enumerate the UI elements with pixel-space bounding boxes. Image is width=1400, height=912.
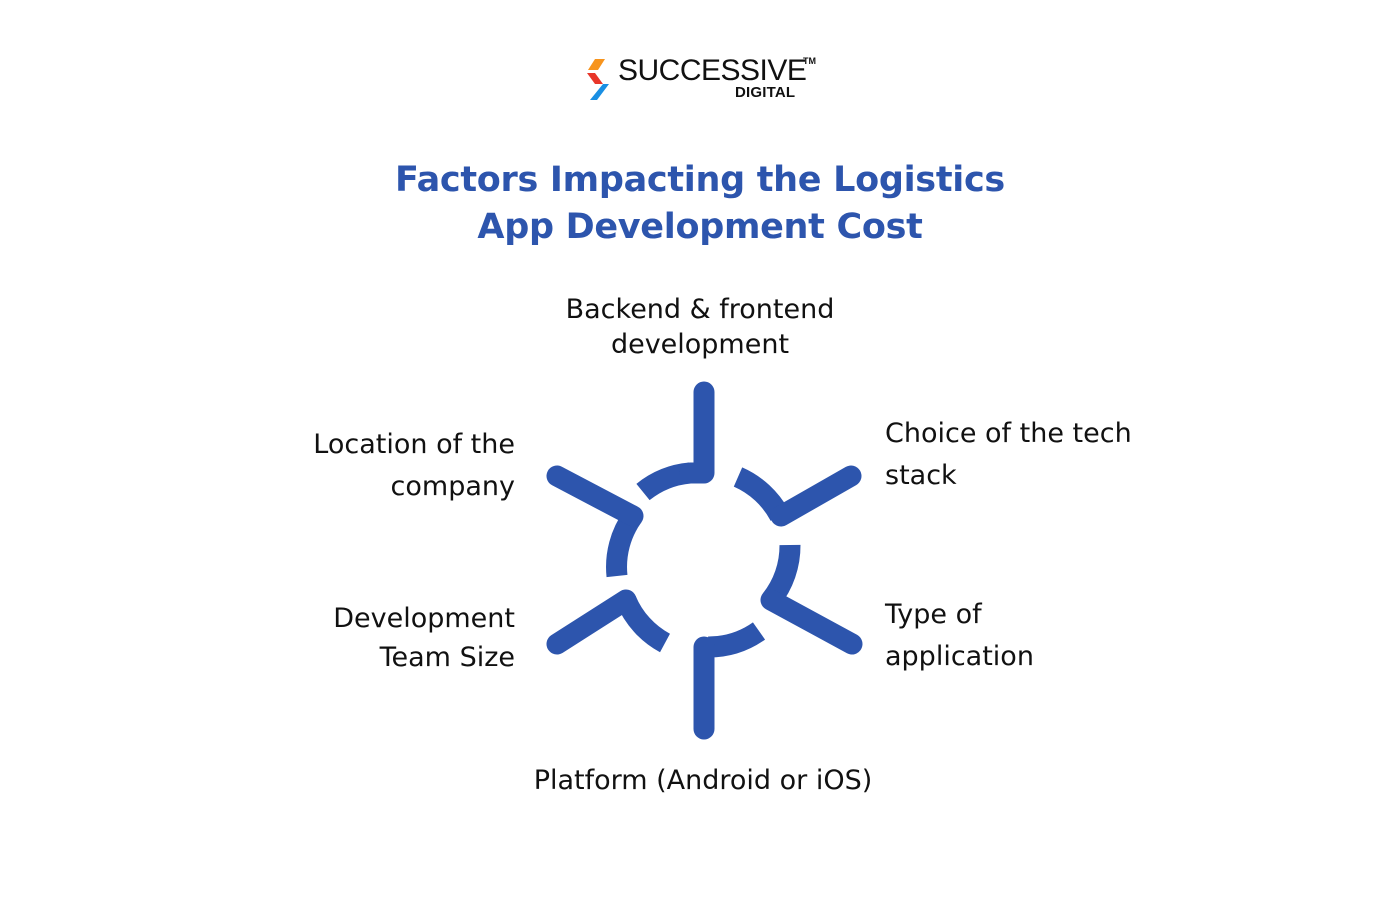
factor-bottom-right-line-1: Type of bbox=[885, 599, 982, 630]
factor-company-location: Location of the company bbox=[215, 424, 515, 508]
factor-backend-frontend: Backend & frontend development bbox=[450, 292, 950, 362]
spoke-top-right bbox=[770, 465, 862, 527]
factor-top-line-1: Backend & frontend bbox=[565, 294, 835, 325]
factor-platform: Platform (Android or iOS) bbox=[400, 763, 1006, 798]
spoke-top bbox=[679, 381, 715, 484]
factor-top-left-line-1: Location of the bbox=[313, 429, 515, 460]
spoke-bottom-left bbox=[546, 589, 637, 655]
ring-segment-bottom-right bbox=[707, 622, 766, 658]
factor-top-left-line-2: company bbox=[390, 471, 515, 502]
spoke-top-left bbox=[546, 465, 644, 527]
title-line-1: Factors Impacting the Logistics bbox=[395, 160, 1005, 200]
logo-wordmark: SUCCESSIVE bbox=[618, 54, 807, 87]
logo-subtitle: DIGITAL bbox=[735, 84, 796, 101]
factor-bottom-left-line-2: Team Size bbox=[379, 642, 515, 673]
factor-team-size: Development Team Size bbox=[215, 599, 515, 677]
factor-tech-stack: Choice of the tech stack bbox=[885, 413, 1132, 497]
factor-top-right-line-2: stack bbox=[885, 460, 957, 491]
factor-bottom-left-line-1: Development bbox=[333, 603, 515, 634]
factor-bottom-right-line-2: application bbox=[885, 641, 1034, 672]
successive-logo-icon bbox=[587, 59, 609, 100]
factor-type-of-application: Type of application bbox=[885, 594, 1034, 678]
factor-bottom-line-1: Platform (Android or iOS) bbox=[533, 765, 873, 796]
factor-top-line-2: development bbox=[610, 329, 790, 360]
spoke-bottom-right bbox=[760, 589, 863, 655]
logo: SUCCESSIVE TM DIGITAL bbox=[585, 55, 825, 105]
title-line-2: App Development Cost bbox=[477, 207, 923, 247]
factor-top-right-line-1: Choice of the tech bbox=[885, 418, 1132, 449]
logo-trademark: TM bbox=[803, 56, 816, 66]
